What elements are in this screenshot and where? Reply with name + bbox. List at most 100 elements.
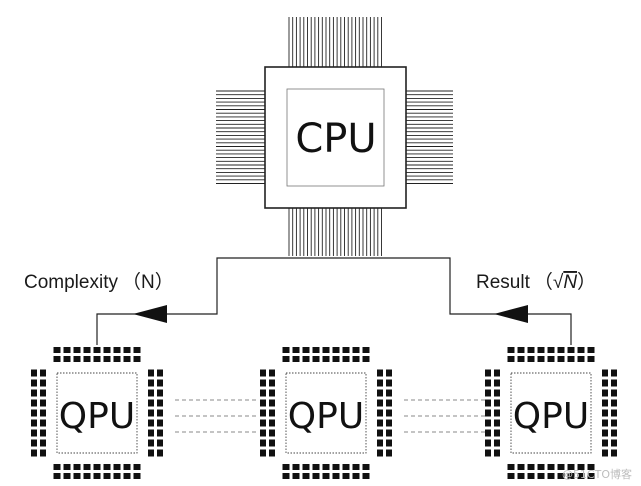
qpu-pad (269, 399, 275, 407)
qpu-pad (73, 464, 81, 470)
qpu-pad (157, 379, 163, 387)
qpu-pad (260, 429, 266, 437)
qpu-pad (494, 379, 500, 387)
qpu-pad (377, 379, 383, 387)
qpu-pad (386, 379, 392, 387)
qpu-pad (123, 464, 131, 470)
qpu-pad (40, 379, 46, 387)
qpu-body (510, 372, 592, 454)
qpu-pad (40, 389, 46, 397)
qpu-pad (377, 429, 383, 437)
qpu-pad (63, 356, 71, 362)
qpu-body (56, 372, 138, 454)
qpu-pad (83, 347, 91, 353)
qpu-pad (93, 464, 101, 470)
qpu-pad (386, 439, 392, 447)
qpu-pad (494, 429, 500, 437)
qpu-pad (602, 379, 608, 387)
qpu-pad (148, 389, 154, 397)
qpu-pad (260, 409, 266, 417)
qpu-pads (260, 347, 392, 479)
qpu-pad (53, 356, 61, 362)
qpu-pad (352, 464, 360, 470)
qpu-pad (485, 379, 491, 387)
qpu-pad (40, 399, 46, 407)
qpu-pad (517, 473, 525, 479)
qpu-pad (63, 464, 71, 470)
qpu-pad (40, 449, 46, 457)
qpu-pad (332, 473, 340, 479)
qpu-pad (485, 409, 491, 417)
qpu-pad (537, 464, 545, 470)
qpu-pad (269, 379, 275, 387)
qpu-pad (537, 347, 545, 353)
qpu-pad (31, 399, 37, 407)
qpu-pad (113, 473, 121, 479)
qpu-pad (332, 347, 340, 353)
qpu-pad (157, 449, 163, 457)
qpu-pad (282, 473, 290, 479)
qpu-pad (537, 473, 545, 479)
qpu-pad (40, 409, 46, 417)
qpu-pad (40, 429, 46, 437)
qpu-pad (269, 449, 275, 457)
qpu-pad (342, 473, 350, 479)
qpu-pad (386, 449, 392, 457)
qpu-pad (93, 356, 101, 362)
qpu-pad (547, 356, 555, 362)
qpu-pad (611, 399, 617, 407)
qpu-pad (157, 419, 163, 427)
qpu-pad (31, 439, 37, 447)
qpu-pad (494, 419, 500, 427)
qpu-pad (148, 409, 154, 417)
qpu-pad (494, 449, 500, 457)
qpu-pad (133, 464, 141, 470)
qpu-pad (260, 419, 266, 427)
qpu-pad (31, 389, 37, 397)
qpu-pad (602, 409, 608, 417)
qpu-pad (611, 449, 617, 457)
qpu-pad (31, 369, 37, 377)
qpu-pad (587, 347, 595, 353)
qpu-pad (63, 347, 71, 353)
qpu-pad (352, 347, 360, 353)
qpu-pad (602, 449, 608, 457)
qpu-pad (494, 369, 500, 377)
qpu-pad (602, 399, 608, 407)
qpu-label: QPU (288, 396, 364, 437)
qpu-pad (527, 356, 535, 362)
qpu-pad (73, 473, 81, 479)
qpu-pad (148, 379, 154, 387)
qpu-pad (133, 356, 141, 362)
qpu-pad (485, 449, 491, 457)
qpu-pad (557, 473, 565, 479)
qpu-pad (386, 389, 392, 397)
qpu-pad (507, 356, 515, 362)
qpu-pad (547, 473, 555, 479)
qpu-pad (260, 439, 266, 447)
qpu-pad (322, 464, 330, 470)
qpu-pad (587, 464, 595, 470)
result-open-paren: （ (534, 271, 553, 293)
qpu-pad (83, 473, 91, 479)
qpu-pad (485, 389, 491, 397)
qpu-pad (386, 369, 392, 377)
qpu-pad (302, 356, 310, 362)
qpu-pad (322, 473, 330, 479)
qpu-pad (557, 356, 565, 362)
cpu-outer-body (264, 66, 407, 209)
qpu-pad (507, 464, 515, 470)
qpu-pad (148, 419, 154, 427)
qpu-pad (377, 439, 383, 447)
result-label: Result（√N） (476, 271, 596, 293)
qpu-pad (269, 409, 275, 417)
result-close-paren: ） (577, 271, 596, 293)
qpu-pad (260, 379, 266, 387)
complexity-label: Complexity（N） (24, 271, 174, 293)
qpu-pad (485, 439, 491, 447)
qpu-pad (269, 429, 275, 437)
qpu-pad (157, 429, 163, 437)
qpu-pad (123, 356, 131, 362)
complexity-param: （N） (122, 271, 174, 293)
qpu-pad (292, 464, 300, 470)
